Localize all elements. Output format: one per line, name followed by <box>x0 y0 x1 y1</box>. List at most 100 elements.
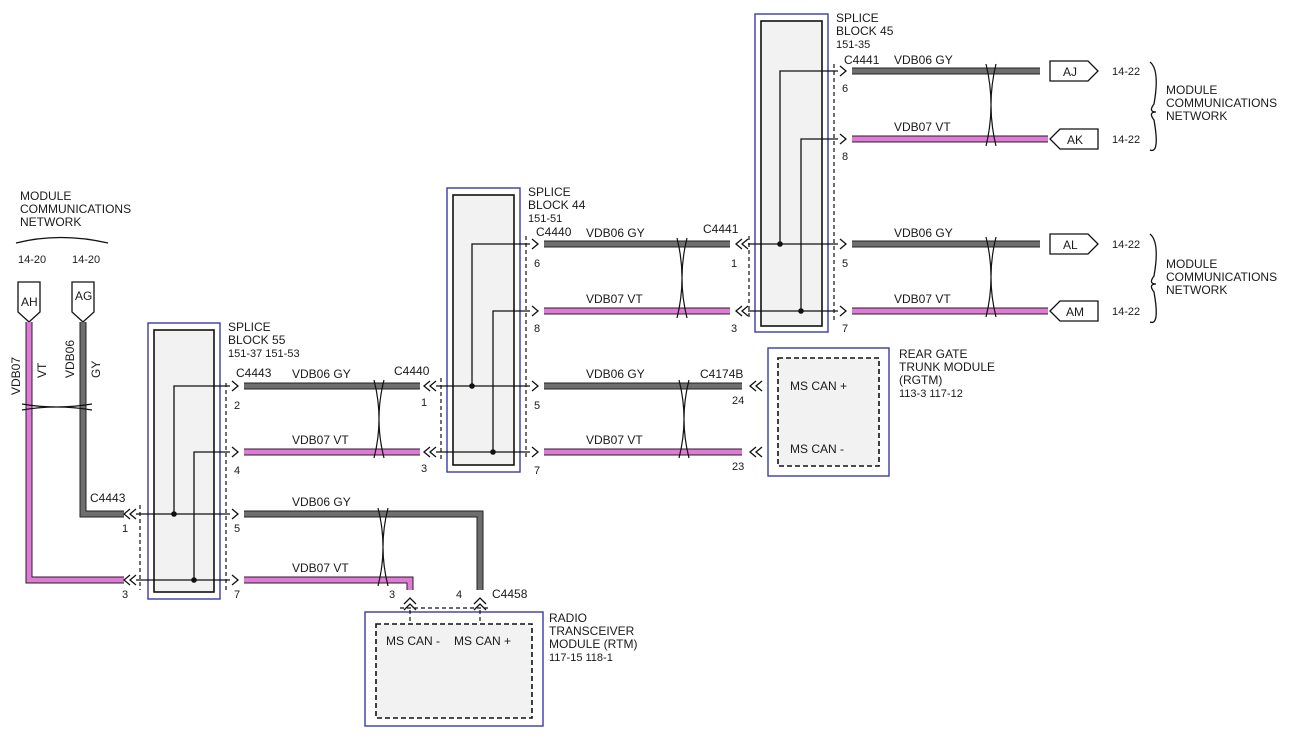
pin-s45-7: 7 <box>842 323 848 335</box>
splice-block-45: SPLICE BLOCK 45 151-35 <box>748 11 894 333</box>
arrow-c4443-1 <box>122 508 137 520</box>
rgtm-frame <box>767 347 890 477</box>
splice-44-line-1: SPLICE <box>528 185 571 199</box>
flag-ah: AH <box>17 281 41 323</box>
left-ref-ag: 14-20 <box>72 254 100 266</box>
pin-rgtm-23: 23 <box>732 461 744 473</box>
wire-s55-vt-rtm <box>244 577 413 590</box>
pin-rtm-3: 3 <box>389 589 395 601</box>
right-network-brace-bottom <box>1149 233 1157 324</box>
pin-s55-2: 2 <box>234 400 240 412</box>
rtm-body <box>375 623 533 719</box>
rtm-line-1: RADIO <box>549 611 587 625</box>
pin-c4440-1: 1 <box>421 397 427 409</box>
connector-c4441-left: C4441 <box>703 222 739 236</box>
right-network-top-line-1: MODULE <box>1166 83 1217 97</box>
left-vt-color: VT <box>35 362 49 378</box>
rgtm-line-2: TRUNK MODULE <box>899 360 995 374</box>
connector-c4458: C4458 <box>492 587 528 601</box>
rtm-pin-plus: MS CAN + <box>454 634 511 648</box>
left-ref-ah: 14-20 <box>18 254 46 266</box>
pin-s55-5: 5 <box>234 523 240 535</box>
flag-ag: AG <box>71 281 95 323</box>
left-gy-name: VDB06 <box>63 340 77 378</box>
pin-c4440-3: 3 <box>421 463 427 475</box>
splice-45-line-3: 151-35 <box>836 39 870 51</box>
right-network-brace-top <box>1149 61 1157 152</box>
label-s55-vt-upper: VDB07 VT <box>292 433 349 447</box>
pin-c4443-1: 1 <box>122 523 128 535</box>
rgtm-body <box>777 357 880 467</box>
rtm-line-4: 117-15 118-1 <box>549 652 613 664</box>
svg-text:VDB06: VDB06 <box>63 340 77 378</box>
right-network-bottom-line-2: COMMUNICATIONS <box>1166 270 1277 284</box>
splice-44-line-2: BLOCK 44 <box>528 198 586 212</box>
splice-44-frame <box>446 187 521 473</box>
left-gy-color: GY <box>89 361 103 378</box>
label-s55-gy-upper: VDB06 GY <box>292 367 351 381</box>
pin-s44-7: 7 <box>534 465 540 477</box>
left-twist-marker <box>21 403 93 411</box>
label-s45-vt-am: VDB07 VT <box>894 292 951 306</box>
left-network-line-3: NETWORK <box>20 215 81 229</box>
pin-c4441-1: 1 <box>731 258 737 270</box>
left-network-label: MODULE COMMUNICATIONS NETWORK 14-20 14-2… <box>15 189 131 266</box>
flag-aj-label: AJ <box>1063 65 1077 79</box>
flag-al-label: AL <box>1063 238 1078 252</box>
wire-left-gy-outline <box>79 322 124 518</box>
splice-block-44: SPLICE BLOCK 44 151-51 <box>436 185 586 473</box>
rgtm-line-1: REAR GATE <box>899 347 967 361</box>
flag-am: AM <box>1049 300 1099 322</box>
connector-c4174b: C4174B <box>700 367 743 381</box>
splice-45-line-2: BLOCK 45 <box>836 24 894 38</box>
rtm-frame <box>364 611 544 727</box>
right-network-top-line-2: COMMUNICATIONS <box>1166 96 1277 110</box>
connector-c4441-right: C4441 <box>844 53 880 67</box>
splice-55-line-1: SPLICE <box>228 320 271 334</box>
rgtm-pin-minus: MS CAN - <box>790 442 844 456</box>
label-s44-gy-rgtm: VDB06 GY <box>586 367 645 381</box>
flag-ag-label: AG <box>75 289 92 303</box>
pin-s44-8: 8 <box>534 323 540 335</box>
rtm-module: MS CAN - MS CAN + RADIO TRANSCEIVER MODU… <box>364 607 637 727</box>
label-s44-gy-upper: VDB06 GY <box>586 226 645 240</box>
left-network-line-2: COMMUNICATIONS <box>20 202 131 216</box>
connector-c4443-right: C4443 <box>236 366 272 380</box>
pin-s45-6: 6 <box>842 83 848 95</box>
label-s44-vt-rgtm: VDB07 VT <box>586 433 643 447</box>
pin-s44-5: 5 <box>534 400 540 412</box>
arrow-c4443-3 <box>122 574 137 586</box>
left-network-brace <box>15 236 109 244</box>
rgtm-line-4: 113-3 117-12 <box>899 388 963 400</box>
pin-s55-7: 7 <box>234 589 240 601</box>
label-s45-gy-aj: VDB06 GY <box>894 53 953 67</box>
ref-aj: 14-22 <box>1112 66 1140 78</box>
wire-left-vt <box>26 322 124 583</box>
right-network-bottom-line-1: MODULE <box>1166 257 1217 271</box>
connector-c4440-right: C4440 <box>536 225 572 239</box>
wire-s55-gy-rtm <box>244 511 483 590</box>
splice-55-line-3: 151-37 151-53 <box>228 348 300 360</box>
svg-text:VDB07: VDB07 <box>9 357 23 395</box>
flag-aj: AJ <box>1049 60 1099 82</box>
label-s45-vt-ak: VDB07 VT <box>894 120 951 134</box>
flag-ah-label: AH <box>21 295 38 309</box>
label-s55-gy-rtm: VDB06 GY <box>292 495 351 509</box>
splice-45-body <box>760 20 823 327</box>
pin-s45-8: 8 <box>842 151 848 163</box>
flag-ak: AK <box>1049 128 1099 150</box>
splice-block-55: SPLICE BLOCK 55 151-37 151-53 <box>136 320 300 600</box>
pin-s44-6: 6 <box>534 258 540 270</box>
splice-55-body <box>153 329 215 593</box>
wire-left-gy <box>80 322 124 517</box>
rtm-pin-minus: MS CAN - <box>386 634 440 648</box>
splice-44-line-3: 151-51 <box>528 213 562 225</box>
pin-rtm-4: 4 <box>456 589 462 601</box>
label-s44-vt-upper: VDB07 VT <box>586 292 643 306</box>
rtm-line-2: TRANSCEIVER <box>549 624 635 638</box>
pin-s55-4: 4 <box>234 465 240 477</box>
svg-text:VT: VT <box>35 362 49 378</box>
rgtm-line-3: (RGTM) <box>899 373 942 387</box>
label-s55-vt-rtm: VDB07 VT <box>292 561 349 575</box>
